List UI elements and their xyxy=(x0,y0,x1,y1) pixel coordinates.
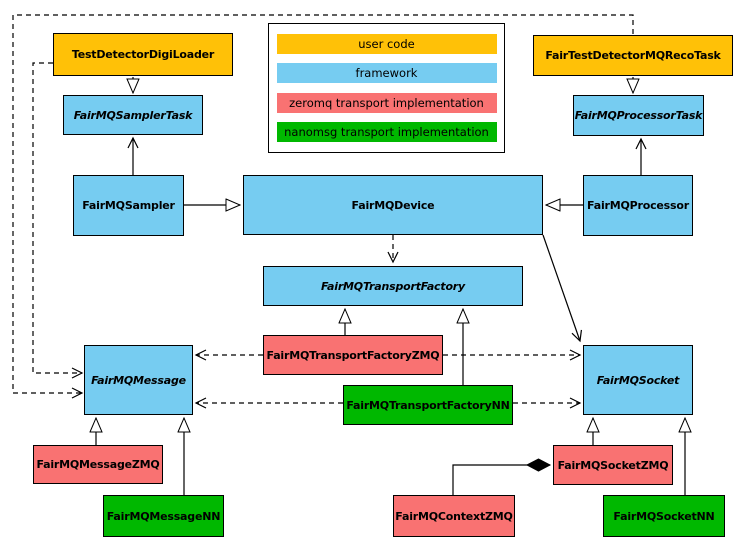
node-fair-test-detector-mq-reco-task: FairTestDetectorMQRecoTask xyxy=(533,35,733,76)
edge-contextZmq-socketZmq-composition xyxy=(452,465,550,495)
node-fairmq-message: FairMQMessage xyxy=(84,345,193,415)
edge-digiLoader-message-dependency xyxy=(32,62,84,379)
node-fairmq-message-zmq: FairMQMessageZMQ xyxy=(33,445,163,484)
legend-label: framework xyxy=(355,66,418,81)
node-fairmq-sampler-task: FairMQSamplerTask xyxy=(63,95,203,135)
node-fairmq-processor: FairMQProcessor xyxy=(583,175,693,236)
node-fairmq-device: FairMQDevice xyxy=(243,175,543,235)
legend: user code framework zeromq transport imp… xyxy=(268,23,505,153)
legend-item-user-code: user code xyxy=(276,33,497,54)
edge-recoTask-message-dependency xyxy=(12,14,634,399)
node-fairmq-transport-factory-nn: FairMQTransportFactoryNN xyxy=(343,385,513,425)
node-fairmq-message-nn: FairMQMessageNN xyxy=(103,495,224,537)
node-fairmq-socket: FairMQSocket xyxy=(583,345,693,415)
node-fairmq-context-zmq: FairMQContextZMQ xyxy=(393,495,515,537)
legend-label: nanomsg transport implementation xyxy=(284,125,489,140)
legend-label: user code xyxy=(358,36,415,51)
legend-item-zeromq: zeromq transport implementation xyxy=(276,92,497,113)
node-fairmq-socket-zmq: FairMQSocketZMQ xyxy=(553,445,673,485)
legend-label: zeromq transport implementation xyxy=(289,95,484,110)
legend-item-nanomsg: nanomsg transport implementation xyxy=(276,122,497,143)
node-fairmq-sampler: FairMQSampler xyxy=(73,175,184,236)
node-fairmq-processor-task: FairMQProcessorTask xyxy=(573,95,704,136)
node-fairmq-transport-factory-zmq: FairMQTransportFactoryZMQ xyxy=(263,335,443,375)
node-fairmq-socket-nn: FairMQSocketNN xyxy=(603,495,725,537)
node-test-detector-digi-loader: TestDetectorDigiLoader xyxy=(53,33,233,76)
edge-device-socket-association xyxy=(542,234,583,343)
legend-item-framework: framework xyxy=(276,63,497,84)
node-fairmq-transport-factory: FairMQTransportFactory xyxy=(263,266,523,306)
